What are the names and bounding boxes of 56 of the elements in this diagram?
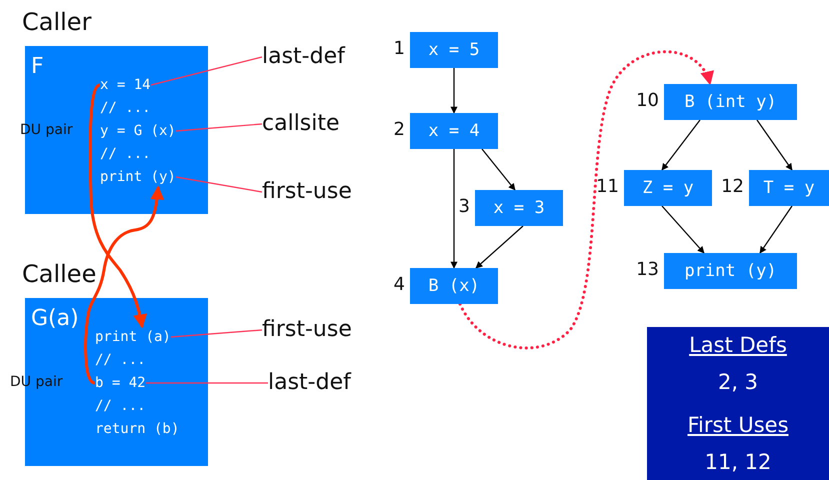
function-name: G(a) [31,306,79,331]
leader-line [170,329,262,338]
node-number: 10 [636,90,659,111]
summary-value: 11, 12 [704,450,772,474]
process-box: x = 3 [475,190,563,226]
callout-label: first-use [262,317,352,343]
arrow [482,148,516,191]
code-line: // ... [100,144,151,164]
code-line: x = 14 [100,75,151,95]
arrow [458,50,712,350]
arrow [450,68,458,114]
code-line: return (b) [95,419,180,439]
leader-line [146,382,268,384]
process-box: print (y) [664,253,797,289]
callout-label: last-def [262,44,345,70]
node-number: 1 [394,38,405,59]
leader-line [176,123,262,132]
node-number: 4 [394,274,405,295]
arrow [475,226,524,268]
code-line: print (y) [100,167,176,187]
process-box: x = 4 [410,113,498,149]
process-box: Z = y [624,170,712,206]
summary-heading: First Uses [686,413,790,437]
node-number: 13 [636,259,659,280]
code-line: // ... [95,396,146,416]
callout-label: last-def [268,370,351,396]
leader-line [176,176,262,193]
process-box: T = y [749,170,829,206]
process-box: x = 5 [410,32,498,68]
node-number: 12 [721,176,744,197]
callout-label: callsite [262,111,340,137]
leader-line [150,56,262,86]
callout-label: first-use [262,179,352,205]
process-box: B (int y) [664,84,797,120]
panel-heading: Caller [22,8,92,36]
arrow [450,149,458,269]
panel-heading: Callee [22,260,96,288]
summary-value: 2, 3 [716,370,760,394]
function-name: F [31,54,44,79]
code-line: b = 42 [95,373,146,393]
node-number: 11 [596,176,619,197]
arrow [662,206,704,254]
summary-panel [647,327,829,480]
node-number: 3 [458,196,470,217]
process-box: B (x) [410,268,498,304]
arrow [662,120,700,171]
arrow [756,120,792,171]
node-number: 2 [394,119,405,140]
summary-heading: Last Defs [688,333,788,357]
arrow [760,206,792,254]
arrow [84,186,164,384]
code-line: // ... [95,350,146,370]
code-line: print (a) [95,327,171,347]
code-line: y = G (x) [100,121,176,141]
code-line: // ... [100,98,151,118]
arrow [88,84,147,328]
